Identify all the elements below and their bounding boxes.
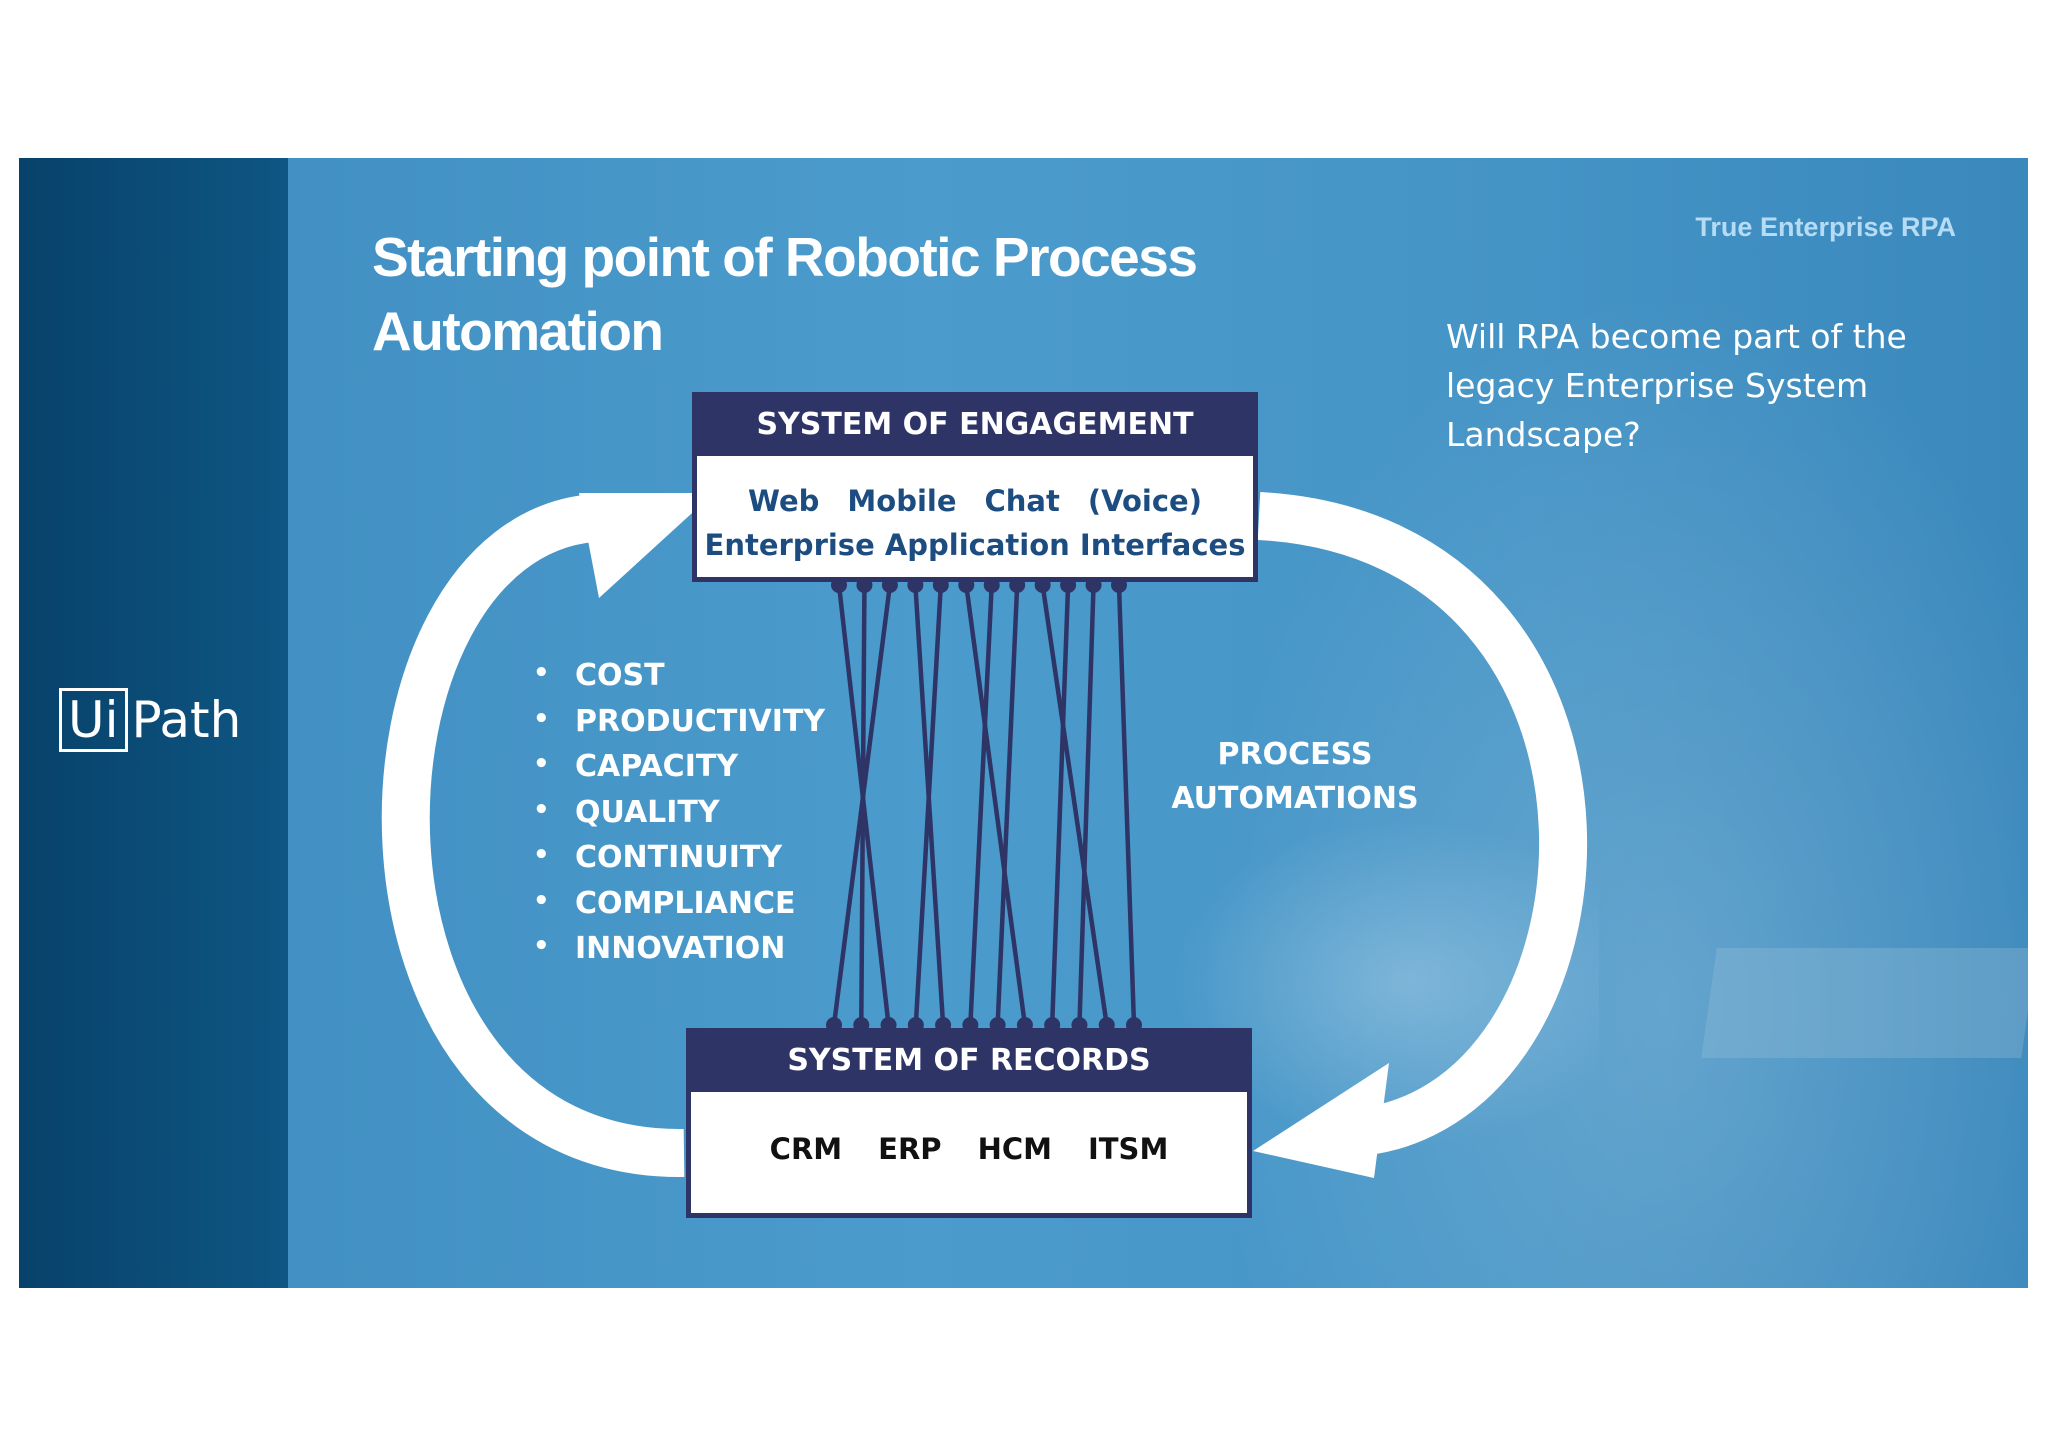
slide-title: Starting point of Robotic Process Automa… (372, 226, 1198, 362)
record-systems: CRM ERP HCM ITSM (691, 1132, 1247, 1166)
uipath-logo: Ui Path (59, 688, 241, 752)
slide: Ui Path Starting point of Robotic Proces… (19, 158, 2028, 1288)
system-of-engagement-title: SYSTEM OF ENGAGEMENT (756, 406, 1194, 442)
benefit-item: •CONTINUITY (533, 840, 783, 875)
bullet-icon: • (533, 840, 550, 870)
system-of-records-title: SYSTEM OF RECORDS (787, 1042, 1151, 1078)
channel-voice: (Voice) (1087, 484, 1202, 518)
system-itsm: ITSM (1087, 1132, 1169, 1166)
system-of-records-header: SYSTEM OF RECORDS (686, 1028, 1252, 1092)
connector-line (913, 584, 944, 1026)
process-automations-label: PROCESS AUTOMATIONS (1171, 737, 1419, 816)
connector-lines (826, 577, 1142, 1033)
slide-question: Will RPA become part of the legacy Enter… (1446, 317, 1907, 454)
logo-path-text: Path (131, 691, 242, 749)
benefit-item: •COMPLIANCE (533, 885, 796, 921)
slide-tagline: True Enterprise RPA (1695, 212, 1956, 242)
bullet-icon: • (533, 885, 550, 916)
benefits-list: •COST •PRODUCTIVITY •CAPACITY •QUALITY •… (529, 658, 825, 977)
bullet-icon: • (533, 794, 550, 825)
right-cycle-arrow-head (1253, 1063, 1389, 1178)
channel-mobile: Mobile (847, 484, 957, 518)
benefit-item: •CAPACITY (533, 749, 739, 784)
automation-cycle-diagram (381, 492, 1587, 1178)
connector-line (831, 584, 893, 1026)
bullet-icon: • (533, 931, 550, 961)
connector-line (1116, 584, 1137, 1026)
benefit-item: •INNOVATION (533, 931, 786, 966)
system-erp: ERP (878, 1132, 942, 1166)
brand-sidebar: Ui Path (19, 158, 288, 1288)
bullet-icon: • (533, 658, 550, 688)
connector-line (1077, 584, 1096, 1026)
connector-line (1049, 584, 1071, 1026)
benefit-item: •COST (533, 658, 665, 693)
logo-ui-mark: Ui (59, 688, 128, 752)
bullet-icon: • (533, 703, 550, 734)
engagement-subtitle: Enterprise Application Interfaces (704, 528, 1246, 562)
system-hcm: HCM (977, 1132, 1052, 1166)
channel-web: Web (748, 484, 820, 518)
benefit-item: •PRODUCTIVITY (533, 703, 826, 739)
bullet-icon: • (533, 749, 550, 779)
system-crm: CRM (769, 1132, 843, 1166)
system-of-records-box: CRM ERP HCM ITSM (686, 1092, 1252, 1218)
left-cycle-arrow-head (579, 493, 714, 598)
system-of-engagement-box: Web Mobile Chat (Voice) Enterprise Appli… (692, 456, 1258, 582)
benefit-item: •QUALITY (533, 794, 720, 830)
channel-chat: Chat (984, 484, 1060, 518)
connector-line (964, 584, 1028, 1026)
connector-line (1040, 584, 1109, 1026)
connector-line (995, 584, 1020, 1026)
left-cycle-arrow-body (381, 494, 685, 1178)
engagement-channels: Web Mobile Chat (Voice) (697, 484, 1253, 518)
right-cycle-arrow-body (1257, 492, 1587, 1157)
system-of-engagement-header: SYSTEM OF ENGAGEMENT (692, 392, 1258, 456)
connector-line (968, 584, 994, 1026)
background-photo (1119, 158, 2028, 1288)
